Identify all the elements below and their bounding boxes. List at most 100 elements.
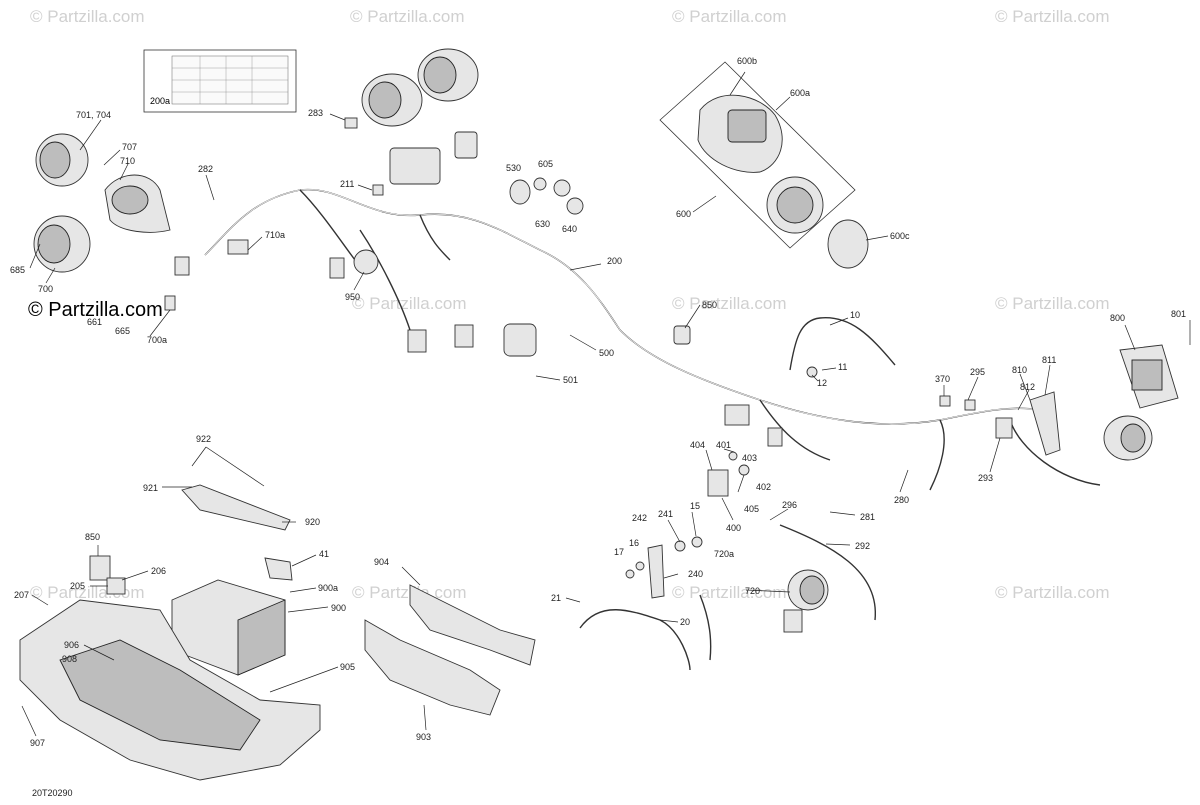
callout-810: 810: [1012, 365, 1027, 375]
callout-600c: 600c: [890, 231, 910, 241]
callout-530: 530: [506, 163, 521, 173]
callout-600a: 600a: [790, 88, 810, 98]
top-center-headlights: [361, 48, 479, 185]
callout-280: 280: [894, 495, 909, 505]
callout-400: 400: [726, 523, 741, 533]
callout-296: 296: [782, 500, 797, 510]
battery-tray: [19, 599, 321, 781]
callout-205: 205: [70, 581, 85, 591]
callout-11: 11: [838, 362, 847, 372]
callout-903: 903: [416, 732, 431, 742]
callout-906: 906: [64, 640, 79, 650]
callout-292: 292: [855, 541, 870, 551]
callout-207: 207: [14, 590, 29, 600]
battery-group: [89, 484, 293, 676]
callout-907: 907: [30, 738, 45, 748]
bracket-240: [625, 536, 703, 599]
callout-720a: 720a: [714, 549, 734, 559]
watermark: © Partzilla.com: [352, 583, 467, 602]
callout-905: 905: [340, 662, 355, 672]
callout-labels: 701, 704 707 710 282 710a 685 700 661 66…: [10, 56, 1186, 748]
callout-707: 707: [122, 142, 137, 152]
watermark: © Partzilla.com: [352, 294, 467, 313]
leader-lines: [21, 71, 1191, 737]
callout-405: 405: [744, 504, 759, 514]
callout-700: 700: [38, 284, 53, 294]
callout-685: 685: [10, 265, 25, 275]
callout-850-top: 850: [702, 300, 717, 310]
callout-282: 282: [198, 164, 213, 174]
callout-710a: 710a: [265, 230, 285, 240]
callout-10: 10: [850, 310, 860, 320]
partzilla-logo: © Partzilla.com: [28, 299, 163, 321]
connectors: [329, 117, 691, 357]
shields: [364, 584, 536, 716]
callout-900a: 900a: [318, 583, 338, 593]
callout-801: 801: [1171, 309, 1186, 319]
gauge-cluster-group: [659, 61, 869, 269]
callout-922: 922: [196, 434, 211, 444]
callout-283: 283: [308, 108, 323, 118]
callout-605: 605: [538, 159, 553, 169]
callout-240: 240: [688, 569, 703, 579]
fog-light: [779, 524, 876, 633]
module-800: [1103, 344, 1179, 461]
callout-241: 241: [658, 509, 673, 519]
document-id: 20T20290: [32, 788, 73, 798]
cable-20: [579, 594, 712, 671]
watermark: © Partzilla.com: [995, 583, 1110, 602]
callout-20: 20: [680, 617, 690, 627]
callout-920: 920: [305, 517, 320, 527]
callout-900: 900: [331, 603, 346, 613]
callout-281: 281: [860, 512, 875, 522]
callout-293: 293: [978, 473, 993, 483]
wiring-table-box: 200a: [143, 49, 297, 113]
callout-800: 800: [1110, 313, 1125, 323]
callout-404: 404: [690, 440, 705, 450]
callout-15: 15: [690, 501, 700, 511]
watermark: © Partzilla.com: [30, 583, 145, 602]
brackets: [939, 391, 1061, 456]
watermark: © Partzilla.com: [995, 7, 1110, 26]
callout-41: 41: [319, 549, 329, 559]
callout-701-704: 701, 704: [76, 110, 111, 120]
callout-242: 242: [632, 513, 647, 523]
callout-921: 921: [143, 483, 158, 493]
callout-401: 401: [716, 440, 731, 450]
callout-211: 211: [340, 179, 354, 189]
callout-500: 500: [599, 348, 614, 358]
callout-811: 811: [1042, 355, 1056, 365]
callout-200: 200: [607, 256, 622, 266]
callout-12: 12: [817, 378, 827, 388]
callout-665: 665: [115, 326, 130, 336]
watermark: © Partzilla.com: [995, 294, 1110, 313]
callout-710: 710: [120, 156, 135, 166]
watermark: © Partzilla.com: [672, 7, 787, 26]
callout-16: 16: [629, 538, 639, 548]
callout-501: 501: [563, 375, 578, 385]
callout-640: 640: [562, 224, 577, 234]
table-box-label: 200a: [150, 96, 170, 106]
watermark: © Partzilla.com: [672, 583, 787, 602]
callout-850-bottom: 850: [85, 532, 100, 542]
callout-661: 661: [87, 317, 102, 327]
callout-21: 21: [551, 593, 561, 603]
cable-10: [789, 317, 896, 378]
callout-700a: 700a: [147, 335, 167, 345]
relay-group: [707, 404, 783, 497]
callout-600: 600: [676, 209, 691, 219]
callout-403: 403: [742, 453, 757, 463]
callout-370: 370: [935, 374, 950, 384]
watermark: © Partzilla.com: [30, 7, 145, 26]
callout-600b: 600b: [737, 56, 757, 66]
callout-295: 295: [970, 367, 985, 377]
main-wiring-harness: [204, 188, 1101, 491]
callout-402: 402: [756, 482, 771, 492]
watermark: © Partzilla.com: [672, 294, 787, 313]
callout-908: 908: [62, 654, 77, 664]
callout-812: 812: [1020, 382, 1035, 392]
callout-904: 904: [374, 557, 389, 567]
callout-17: 17: [614, 547, 624, 557]
watermark: © Partzilla.com: [350, 7, 465, 26]
